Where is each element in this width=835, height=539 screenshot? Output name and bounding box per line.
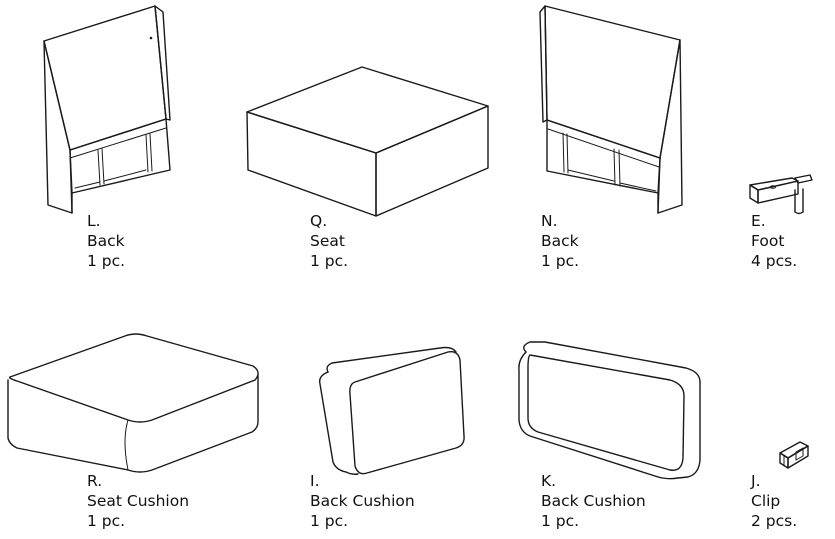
seat-box-illustration <box>246 66 489 217</box>
part-letter: K. <box>541 472 557 490</box>
part-letter: E. <box>751 212 766 230</box>
part-quantity: 1 pc. <box>87 512 126 530</box>
part-quantity: 1 pc. <box>87 252 126 270</box>
part-name: Foot <box>751 232 785 250</box>
part-label-e: E. Foot 4 pcs. <box>751 211 797 271</box>
part-letter: I. <box>310 472 320 490</box>
part-quantity: 1 pc. <box>541 512 580 530</box>
part-name: Seat Cushion <box>87 492 190 510</box>
part-letter: Q. <box>310 212 328 230</box>
seat-cushion-illustration <box>7 333 259 473</box>
part-letter: N. <box>541 212 558 230</box>
part-name: Back Cushion <box>541 492 646 510</box>
back-cushion-large-illustration <box>518 341 701 480</box>
part-letter: L. <box>87 212 101 230</box>
part-name: Back <box>87 232 125 250</box>
clip-illustration <box>779 441 809 469</box>
part-label-n: N. Back 1 pc. <box>541 211 579 271</box>
part-letter: R. <box>87 472 103 490</box>
back-frame-right-illustration <box>539 5 683 214</box>
back-frame-left-illustration <box>43 5 171 214</box>
part-quantity: 1 pc. <box>310 512 349 530</box>
part-quantity: 4 pcs. <box>751 252 798 270</box>
part-name: Back Cushion <box>310 492 415 510</box>
back-cushion-small-illustration <box>318 346 465 475</box>
part-label-k: K. Back Cushion 1 pc. <box>541 471 646 531</box>
part-quantity: 1 pc. <box>310 252 349 270</box>
part-label-q: Q. Seat 1 pc. <box>310 211 348 271</box>
part-letter: J. <box>751 472 761 490</box>
part-quantity: 2 pcs. <box>751 512 798 530</box>
part-label-l: L. Back 1 pc. <box>87 211 125 271</box>
foot-illustration <box>749 174 813 215</box>
part-name: Seat <box>310 232 345 250</box>
part-name: Clip <box>751 492 781 510</box>
part-label-i: I. Back Cushion 1 pc. <box>310 471 415 531</box>
part-label-j: J. Clip 2 pcs. <box>751 471 797 531</box>
part-label-r: R. Seat Cushion 1 pc. <box>87 471 189 531</box>
part-quantity: 1 pc. <box>541 252 580 270</box>
part-name: Back <box>541 232 579 250</box>
